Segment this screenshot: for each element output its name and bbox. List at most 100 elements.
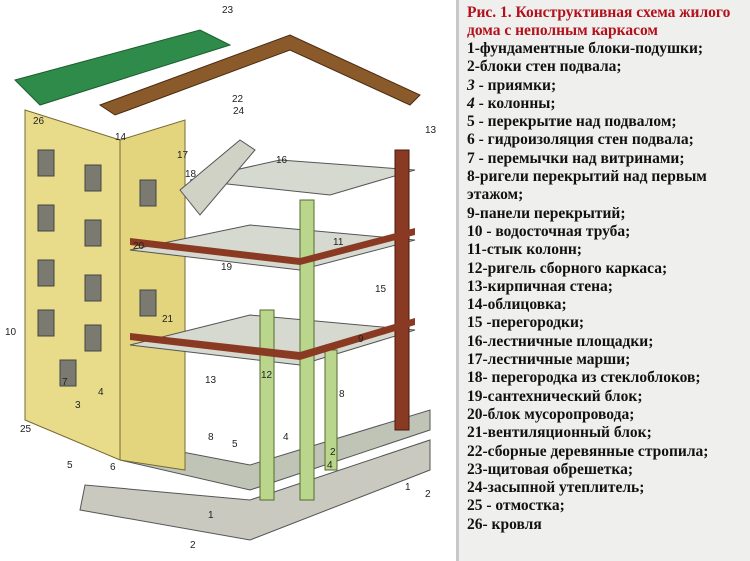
legend-item-number: 11 — [467, 241, 482, 259]
legend-item: 17-лестничные марши; — [467, 351, 750, 369]
legend-item-text: фундаментные блоки-подушки; — [479, 40, 704, 57]
legend-item-number: 5 — [467, 113, 475, 131]
legend-item-text: панели перекрытий; — [479, 204, 626, 222]
legend-item: 11-стык колонн; — [467, 241, 750, 259]
callout-number: 8 — [208, 432, 214, 443]
legend-item-text: ригель сборного каркаса; — [487, 259, 668, 277]
legend-item-text: водосточная труба; — [495, 222, 631, 240]
legend-item-number: 20 — [467, 405, 483, 423]
callout-number: 26 — [33, 116, 45, 127]
legend-item: 1-фундаментные блоки-подушки; — [467, 40, 750, 58]
callout-number: 1 — [405, 482, 411, 493]
legend-list: 1-фундаментные блоки-подушки;2-блоки сте… — [467, 40, 750, 534]
callout-number: 2 — [190, 540, 196, 551]
callout-number: 24 — [233, 106, 245, 117]
legend-item-number: 9 — [467, 204, 475, 222]
legend-item: 23-щитовая обрешетка; — [467, 461, 750, 479]
legend-item-text: щитовая обрешетка; — [487, 460, 634, 478]
callout-number: 4 — [283, 432, 289, 443]
callout-number: 20 — [133, 241, 145, 252]
window — [37, 259, 55, 287]
legend-item: 8-ригели перекрытий над первым — [467, 168, 750, 186]
legend-item: 24-засыпной утеплитель; — [467, 479, 750, 497]
legend-item-text: ригели перекрытий над первым — [479, 168, 707, 186]
window — [59, 359, 77, 387]
legend-item: 2-блоки стен подвала; — [467, 58, 750, 76]
callout-number: 19 — [221, 262, 233, 273]
legend-item-number: 25 — [467, 497, 483, 515]
legend-item-separator: - — [474, 168, 480, 186]
column — [259, 309, 275, 501]
figure-title: Рис. 1. Конструктивная схема жилого — [467, 4, 731, 21]
stairs — [179, 139, 256, 216]
window — [37, 204, 55, 232]
legend-item-separator: - — [482, 479, 488, 497]
legend-item: 20-блок мусоропровода; — [467, 406, 750, 424]
callout-number: 3 — [75, 400, 81, 411]
legend-item: 5 - перекрытие над подвалом; — [467, 113, 750, 131]
legend-item-separator: - — [482, 259, 488, 277]
legend-item-separator: - — [482, 387, 488, 405]
legend-item-separator: - — [474, 204, 480, 222]
callout-number: 21 — [162, 314, 174, 325]
building-cutaway-illustration: 2322242614131718161120191521109121374382… — [5, 5, 437, 551]
legend-item-separator: - — [474, 131, 488, 149]
legend-item-separator: - — [482, 442, 488, 460]
callout-number: 2 — [425, 489, 431, 500]
legend-item: 19-сантехнический блок; — [467, 388, 750, 406]
legend-item-separator: - — [482, 369, 492, 387]
legend-item-number: 18 — [467, 369, 483, 387]
legend-item-text: облицовка; — [487, 296, 567, 314]
callout-number: 22 — [232, 94, 244, 105]
window — [139, 179, 157, 207]
legend-item-number: 13 — [467, 277, 483, 295]
legend-item-separator: - — [474, 149, 488, 167]
legend-item-number: 8 — [467, 168, 475, 186]
legend-item: 21-вентиляционный блок; — [467, 424, 750, 442]
legend-item: 14-облицовка; — [467, 296, 750, 314]
legend-item: 26- кровля — [467, 516, 750, 534]
window — [84, 219, 102, 247]
legend-item-separator: - — [482, 515, 492, 533]
legend-item: 13-кирпичная стена; — [467, 278, 750, 296]
legend-item-number: 4 — [467, 94, 475, 112]
callout-number: 4 — [98, 387, 104, 398]
figure-title-line2: дома с неполным каркасом — [467, 22, 658, 39]
legend-item-separator: - — [482, 497, 496, 515]
callout-number: 15 — [375, 284, 387, 295]
callout-labels: 2322242614131718161120191521109121374382… — [5, 5, 437, 551]
callout-number: 1 — [208, 510, 214, 521]
column — [394, 149, 410, 431]
legend-item-number: 7 — [467, 149, 475, 167]
legend-item: 4 - колонны; — [467, 95, 750, 113]
legend-item-text: перемычки над витринами; — [487, 149, 685, 167]
legend-item: 18- перегородка из стеклоблоков; — [467, 369, 750, 387]
legend-item-text: приямки; — [487, 76, 557, 94]
legend-item-separator: - — [474, 40, 480, 57]
window — [84, 164, 102, 192]
legend-item-number: 22 — [467, 442, 483, 460]
window — [84, 324, 102, 352]
legend-item: 6 - гидроизоляция стен подвала; — [467, 131, 750, 149]
callout-number: 16 — [276, 155, 288, 166]
window — [84, 274, 102, 302]
legend-item-number: 2 — [467, 58, 475, 76]
legend-item: 7 - перемычки над витринами; — [467, 150, 750, 168]
legend-item-number: 26 — [467, 515, 483, 533]
legend-item-number: 6 — [467, 131, 475, 149]
legend-item-text: перегородки; — [491, 314, 585, 332]
callout-number: 7 — [62, 377, 68, 388]
legend-item-number: 14 — [467, 296, 483, 314]
legend-item-separator: - — [482, 222, 496, 240]
callout-number: 18 — [185, 169, 197, 180]
rafters — [98, 34, 421, 116]
legend-item-text: блоки стен подвала; — [479, 58, 622, 76]
roof — [14, 29, 232, 106]
callout-number: 10 — [5, 327, 17, 338]
legend-item: 22-сборные деревянные стропила; — [467, 443, 750, 461]
legend-item-number: 23 — [467, 460, 483, 478]
callout-number: 4 — [327, 460, 333, 471]
legend-item-separator: - — [482, 460, 488, 478]
callout-number: 13 — [205, 375, 217, 386]
legend-item-separator: - — [482, 277, 488, 295]
